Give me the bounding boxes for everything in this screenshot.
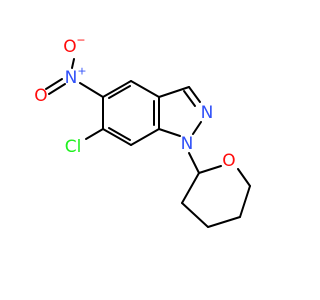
bond-c6p-c5p (239, 185, 251, 218)
bond-n-o-double-a (45, 78, 63, 90)
atom-n1: N (181, 134, 194, 154)
bond-c3-n2-b (183, 90, 196, 107)
atom-n-plus-charge: + (77, 65, 86, 78)
bond-n-o-single (71, 58, 75, 69)
bond-c7-c6-inner (108, 127, 131, 141)
atom-n2: N (201, 103, 214, 123)
bond-n-o-double-b (48, 83, 66, 95)
bond-c3a-c3 (158, 86, 190, 98)
molecule-structure: O − N + O N N Cl O (34, 34, 251, 228)
bond-c3-n2-a (188, 86, 201, 103)
bond-n1-c7a (158, 128, 181, 137)
bond-c2p-o (198, 165, 222, 174)
atom-o-double: O (34, 86, 47, 106)
bond-n-c5 (79, 82, 104, 98)
bond-c7-c6 (102, 128, 132, 146)
bond-c4p-c3p (181, 202, 209, 228)
bond-c3p-c2p (181, 172, 200, 204)
bond-c7a-c7 (130, 128, 160, 146)
atom-n-plus: N (65, 68, 78, 88)
bond-n2-n1 (192, 121, 202, 135)
bond-c5p-c4p (207, 216, 241, 228)
bond-c4-c3a (130, 80, 160, 98)
bond-c5-c4-inner (108, 85, 131, 99)
atom-o-minus: O (63, 37, 76, 57)
bond-c6-cl (85, 128, 104, 140)
atom-o-ring: O (222, 151, 235, 171)
atom-labels: O − N + O N N Cl O (34, 34, 235, 172)
bond-n1-c2p (188, 152, 200, 174)
atom-cl: Cl (65, 137, 82, 157)
bonds (45, 58, 251, 228)
atom-o-minus-charge: − (76, 34, 85, 47)
bond-c5-c4 (102, 80, 132, 98)
bond-o-c6p (237, 168, 251, 187)
